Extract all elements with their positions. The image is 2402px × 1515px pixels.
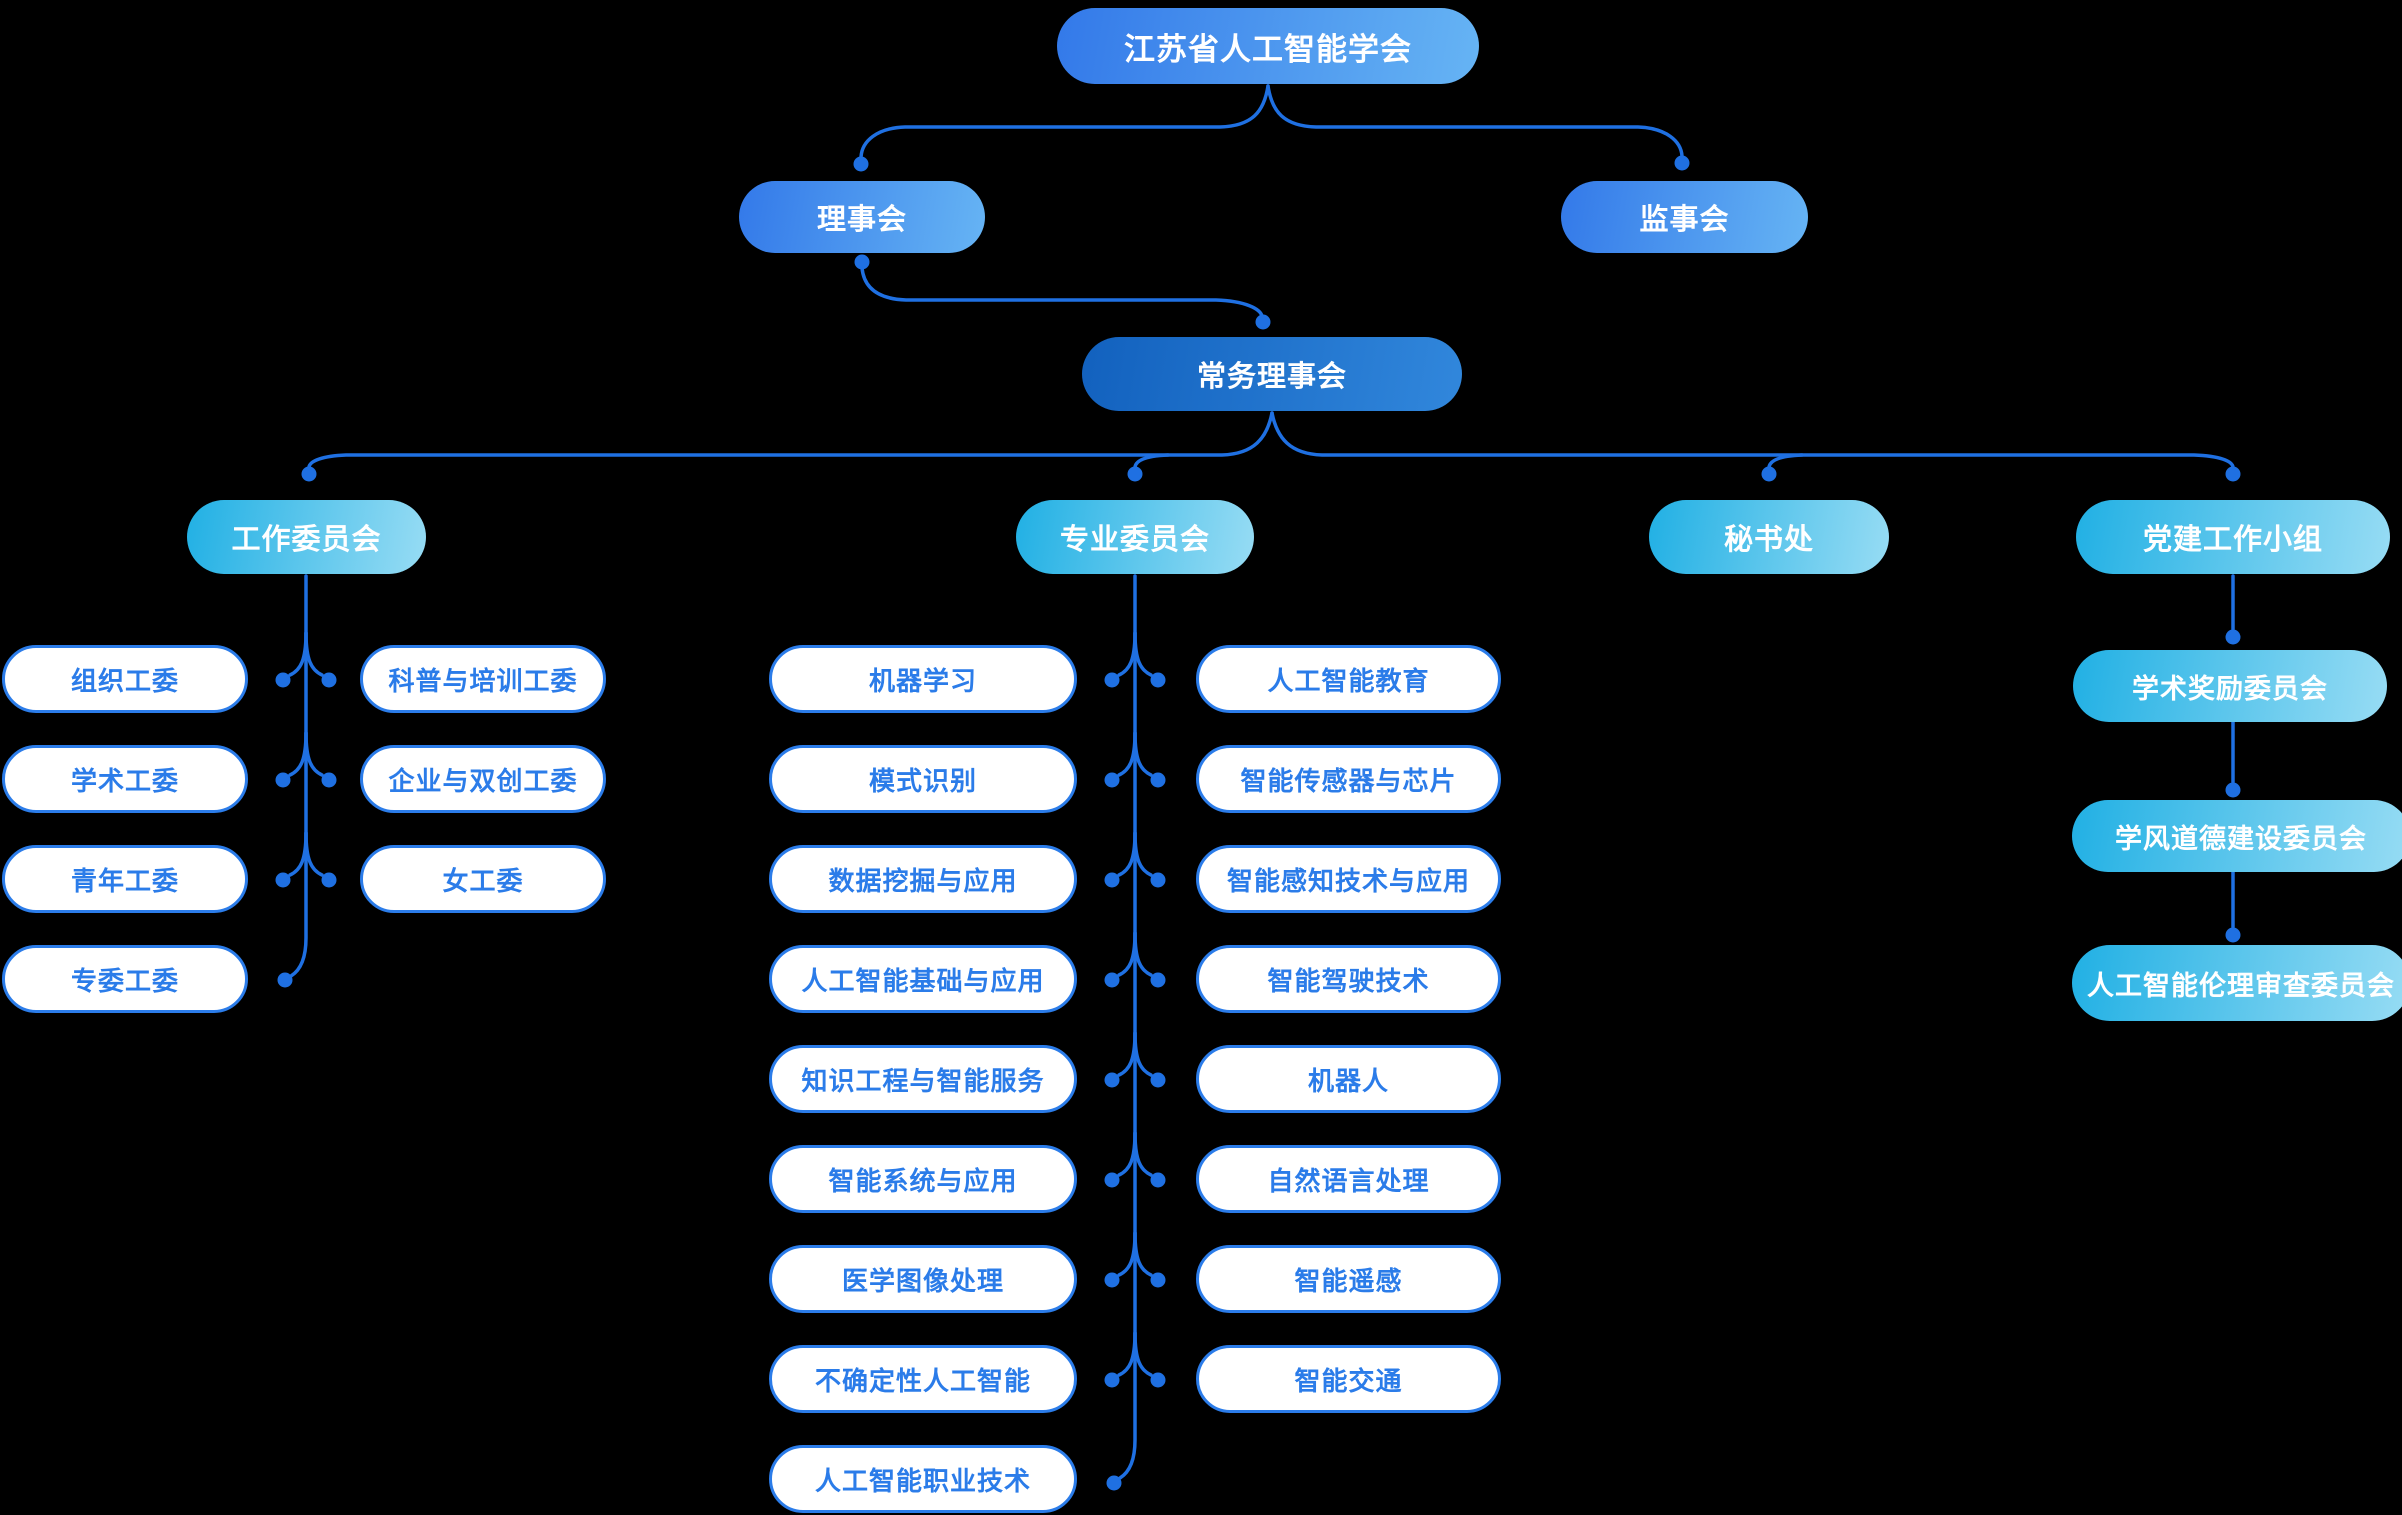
party-committee-leaf: 学风道德建设委员会 <box>2072 800 2402 872</box>
node-work-committee: 工作委员会 <box>187 500 426 574</box>
professional-committee-leaf: 智能传感器与芯片 <box>1196 745 1501 813</box>
professional-committee-leaf: 机器学习 <box>769 645 1077 713</box>
node-standing-council: 常务理事会 <box>1082 337 1462 411</box>
professional-committee-leaf: 智能系统与应用 <box>769 1145 1077 1213</box>
professional-committee-leaf: 智能交通 <box>1196 1345 1501 1413</box>
work-committee-leaf: 专委工委 <box>2 945 248 1013</box>
node-council: 理事会 <box>739 181 985 253</box>
work-committee-leaf: 科普与培训工委 <box>360 645 606 713</box>
work-committee-leaf: 青年工委 <box>2 845 248 913</box>
connector-party-chain <box>2225 574 2241 943</box>
professional-committee-leaf: 人工智能基础与应用 <box>769 945 1077 1013</box>
connector-professional-branches <box>1104 574 1166 1491</box>
connector-council-to-standing <box>854 254 1271 330</box>
professional-committee-leaf: 智能遥感 <box>1196 1245 1501 1313</box>
professional-committee-leaf: 人工智能职业技术 <box>769 1445 1077 1513</box>
professional-committee-leaf: 机器人 <box>1196 1045 1501 1113</box>
node-board-of-supervisors: 监事会 <box>1561 181 1808 253</box>
node-root: 江苏省人工智能学会 <box>1057 8 1479 84</box>
professional-committee-leaf: 模式识别 <box>769 745 1077 813</box>
work-committee-leaf: 学术工委 <box>2 745 248 813</box>
work-committee-leaf: 企业与双创工委 <box>360 745 606 813</box>
party-committee-leaf: 人工智能伦理审查委员会 <box>2072 945 2402 1021</box>
professional-committee-leaf: 智能驾驶技术 <box>1196 945 1501 1013</box>
node-party-building-group: 党建工作小组 <box>2076 500 2390 574</box>
professional-committee-leaf: 数据挖掘与应用 <box>769 845 1077 913</box>
professional-committee-leaf: 自然语言处理 <box>1196 1145 1501 1213</box>
connector-work-committee-branches <box>275 574 337 988</box>
professional-committee-leaf: 知识工程与智能服务 <box>769 1045 1077 1113</box>
work-committee-leaf: 女工委 <box>360 845 606 913</box>
professional-committee-leaf: 医学图像处理 <box>769 1245 1077 1313</box>
professional-committee-leaf: 人工智能教育 <box>1196 645 1501 713</box>
work-committee-leaf: 组织工委 <box>2 645 248 713</box>
node-professional-committee: 专业委员会 <box>1016 500 1254 574</box>
node-secretariat: 秘书处 <box>1649 500 1889 574</box>
connector-standing-to-level4 <box>301 411 2241 482</box>
professional-committee-leaf: 不确定性人工智能 <box>769 1345 1077 1413</box>
connector-root-to-level2 <box>853 84 1690 172</box>
professional-committee-leaf: 智能感知技术与应用 <box>1196 845 1501 913</box>
party-committee-leaf: 学术奖励委员会 <box>2073 650 2387 722</box>
